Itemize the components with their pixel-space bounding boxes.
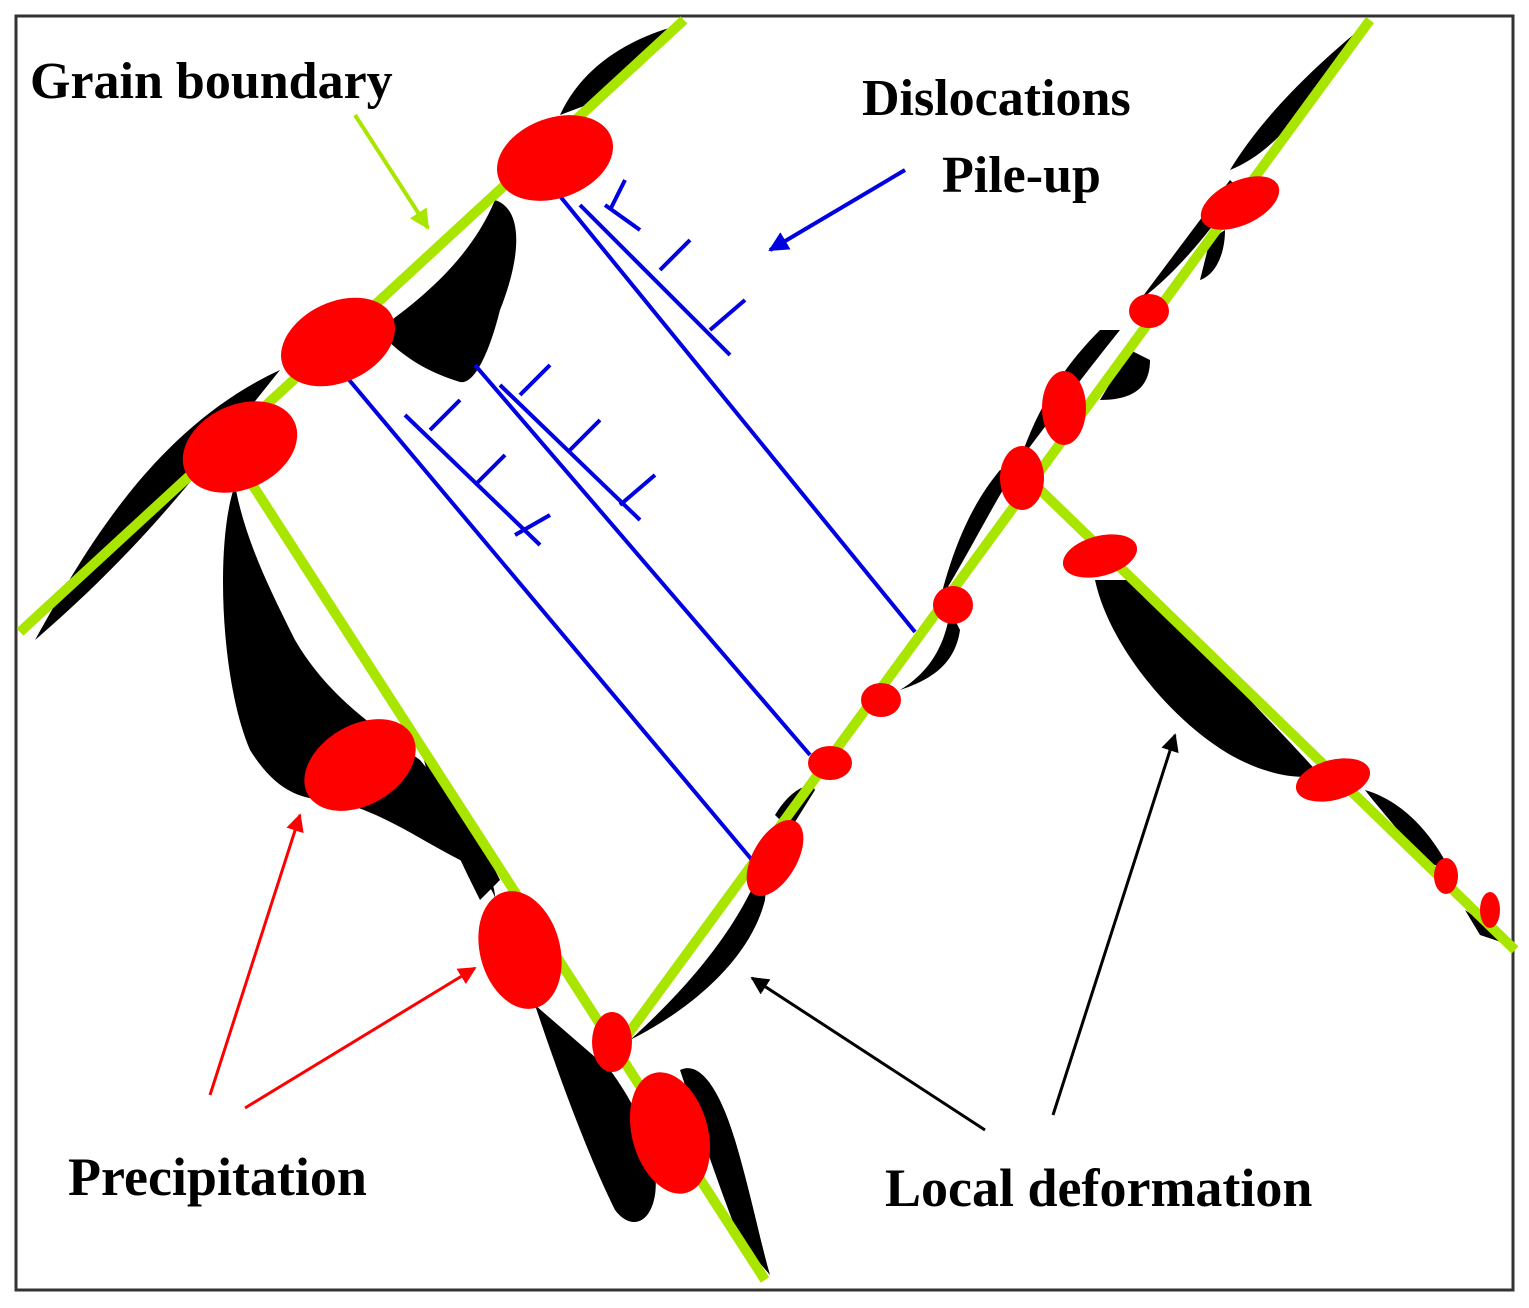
- precipitate: [861, 683, 901, 717]
- annotation-arrows: [208, 113, 1179, 1132]
- dislocation-symbol: [568, 418, 602, 452]
- deformation-zone-branch-lower: [1365, 790, 1450, 870]
- precipitate: [1295, 758, 1371, 802]
- precipitate: [1042, 371, 1086, 445]
- local-deformation-zones: [35, 25, 1510, 1275]
- dislocation-symbol: [518, 363, 552, 397]
- label-local-deformation: Local deformation: [885, 1158, 1312, 1218]
- precipitation-arrow-upper: [208, 813, 304, 1096]
- precipitate: [933, 586, 973, 624]
- precipitate: [1480, 892, 1500, 928]
- precipitate: [1200, 176, 1280, 230]
- dislocation-line: [343, 373, 754, 862]
- deformation-zone-right-a: [940, 470, 1015, 600]
- dislocation-symbol: [618, 473, 657, 507]
- precipitate: [746, 820, 804, 896]
- dislocation-line: [578, 203, 732, 357]
- precipitate: [808, 746, 852, 780]
- dislocation-line: [473, 363, 812, 757]
- dislocation-line: [498, 383, 642, 522]
- label-pile-up: Pile-up: [942, 147, 1101, 204]
- deformation-zone-right-c: [1100, 350, 1150, 400]
- deformation-zone-center-a: [630, 840, 770, 1040]
- deformation-zone-bottom-a: [535, 1005, 656, 1222]
- deformation-zone-branch: [1095, 580, 1320, 777]
- precipitate: [592, 1012, 632, 1072]
- precipitate: [478, 891, 562, 1009]
- precipitate: [629, 1072, 711, 1194]
- label-grain-boundary: Grain boundary: [30, 53, 393, 110]
- precipitation-arrow-lower: [244, 966, 477, 1110]
- label-precipitation: Precipitation: [68, 1147, 367, 1207]
- deformation-zone-right-top: [1230, 25, 1365, 170]
- dislocation-pileup: [343, 179, 917, 862]
- precipitates: [182, 115, 1500, 1194]
- local-deformation-arrow-left: [750, 976, 986, 1132]
- precipitate: [182, 401, 298, 493]
- precipitate: [1129, 294, 1169, 328]
- dislocation-symbol: [514, 513, 551, 537]
- local-deformation-arrow-right: [1051, 733, 1179, 1116]
- precipitate: [1062, 534, 1138, 578]
- deformation-zone-top-left-b: [378, 200, 517, 383]
- dislocation-symbol: [708, 298, 747, 332]
- precipitate: [281, 297, 395, 387]
- pile-up-arrow: [768, 168, 907, 252]
- deformation-zone-right-e: [1200, 230, 1225, 280]
- label-dislocations: Dislocations: [862, 70, 1131, 127]
- precipitate: [1000, 446, 1044, 510]
- dislocation-symbol: [603, 179, 642, 232]
- precipitate: [496, 115, 614, 201]
- dislocation-symbol: [428, 398, 462, 432]
- dislocation-symbol: [658, 238, 692, 272]
- dislocation-symbol: [473, 453, 507, 487]
- dislocation-line: [553, 188, 917, 634]
- precipitate: [1434, 858, 1458, 894]
- grain-boundary-arrow: [353, 113, 430, 230]
- deformation-zone-left-boundary: [223, 485, 497, 910]
- precipitate: [304, 719, 416, 811]
- dislocation-line: [403, 413, 542, 547]
